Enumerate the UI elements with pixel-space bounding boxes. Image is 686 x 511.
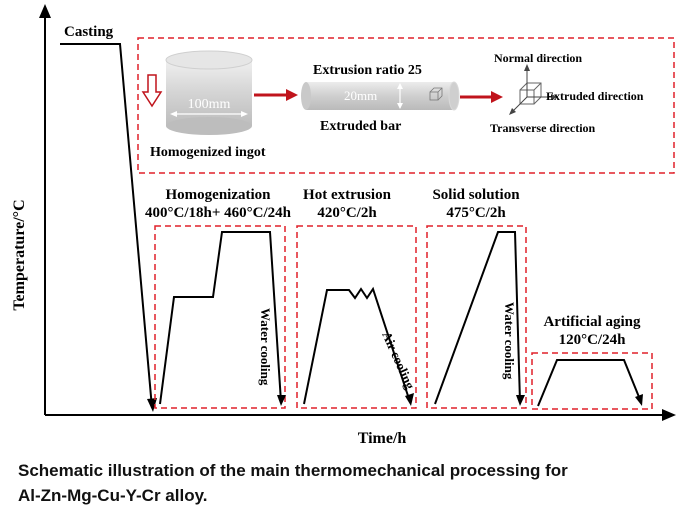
extrusion-title: Hot extrusion	[303, 187, 392, 203]
extruded-direction-label: Extruded direction	[546, 89, 644, 103]
caption-line-1: Schematic illustration of the main therm…	[18, 461, 568, 480]
y-axis-label: Temperature/°C	[11, 199, 28, 310]
extrusion-curve	[303, 286, 411, 405]
bar-sample-cube-icon	[429, 87, 443, 101]
extrusion-ratio-label: Extrusion ratio 25	[313, 63, 422, 78]
solution-box	[426, 225, 527, 409]
homogenization-box	[154, 225, 286, 409]
casting-curve	[60, 43, 153, 409]
ingot-dim-arrow-left	[170, 111, 177, 117]
extrusion-box	[296, 225, 417, 409]
transverse-arrowhead	[509, 108, 516, 115]
hollow-down-arrow-icon	[141, 74, 163, 108]
extruded-bar	[301, 81, 460, 111]
ingot-label: Homogenized ingot	[150, 145, 266, 160]
transverse-direction-label: Transverse direction	[490, 121, 596, 135]
aging-curve	[537, 359, 642, 407]
x-axis-arrowhead	[662, 409, 676, 421]
bar-dim-arrow-up	[397, 83, 403, 89]
figure-caption: Schematic illustration of the main therm…	[18, 458, 678, 508]
casting-label: Casting	[64, 24, 114, 40]
homogenization-title: Homogenization	[166, 187, 272, 203]
casting-arrowhead	[147, 398, 157, 412]
solution-curve	[434, 231, 521, 405]
solution-cooling: Water cooling	[502, 302, 517, 380]
axes	[39, 4, 676, 421]
bar-label: Extruded bar	[320, 119, 401, 134]
transverse-direction-axis	[511, 96, 528, 113]
homogenization-cooling: Water cooling	[258, 308, 273, 386]
ingot-size-label: 100mm	[188, 97, 231, 112]
bar-size-label: 20mm	[344, 88, 377, 103]
aging-box	[531, 352, 653, 410]
process-arrowhead-2	[491, 91, 503, 103]
extrusion-arrowhead	[405, 393, 414, 406]
process-box	[137, 37, 675, 174]
aging-params: 120°C/24h	[559, 332, 626, 348]
normal-arrowhead	[524, 64, 530, 71]
process-arrowhead-1	[286, 89, 298, 101]
extrusion-cooling: Air cooling	[379, 329, 418, 392]
solution-title: Solid solution	[432, 187, 520, 203]
ingot-cylinder	[165, 50, 253, 135]
solution-arrowhead	[516, 395, 525, 406]
processing-diagram: Temperature/°C Time/h Casting 100mm Homo…	[11, 4, 676, 447]
caption-line-2: Al-Zn-Mg-Cu-Y-Cr alloy.	[18, 486, 208, 505]
y-axis-arrowhead	[39, 4, 51, 18]
ingot-dim-arrow-right	[241, 111, 248, 117]
bar-dim-arrow-down	[397, 103, 403, 109]
aging-arrowhead	[635, 394, 643, 406]
homogenization-curve	[159, 231, 282, 405]
extrusion-params: 420°C/2h	[317, 205, 377, 221]
normal-direction-label: Normal direction	[494, 51, 582, 65]
homogenization-arrowhead	[277, 395, 286, 406]
extruded-arrowhead	[551, 94, 558, 100]
aging-title: Artificial aging	[543, 314, 641, 330]
homogenization-params: 400°C/18h+ 460°C/24h	[145, 205, 292, 221]
solution-params: 475°C/2h	[446, 205, 506, 221]
x-axis-label: Time/h	[358, 430, 407, 447]
